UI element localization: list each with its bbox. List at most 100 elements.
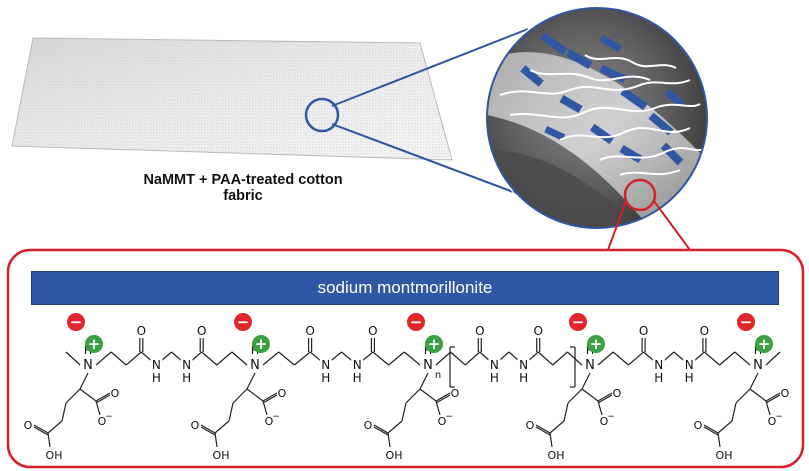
backbone-bond: [95, 351, 112, 366]
carboxylate-charge: −: [445, 412, 453, 422]
backbone-bond: [597, 351, 614, 366]
acid-bond: [33, 426, 49, 436]
sidechain-bond: [717, 420, 733, 434]
amide-nitrogen: N: [321, 358, 330, 372]
carboxylate-bond: [95, 400, 101, 416]
acid-bond: [549, 432, 553, 448]
carboxylate-bond: [435, 400, 441, 416]
sidechain-bond: [749, 372, 759, 390]
acid-bond: [47, 432, 51, 448]
carbonyl-oxygen: O: [533, 324, 542, 338]
sidechain-bond: [47, 420, 63, 434]
carbonyl-oxygen: O: [700, 324, 709, 338]
label-mask: [517, 357, 530, 369]
carboxylate-bond: [262, 400, 268, 416]
carbonyl-oxygen: O: [305, 324, 314, 338]
backbone-bond: [704, 351, 720, 366]
amide-hydrogen: H: [519, 371, 528, 385]
backbone-bond: [231, 351, 248, 366]
negative-charge-badge: [67, 313, 85, 331]
paa-molecular-structure: OONHNHOONHNHOONHNHOONHNHNH−+OO−OOHNH−+OO…: [24, 313, 790, 462]
acid-bond: [703, 426, 719, 436]
backbone-bond: [552, 351, 568, 366]
acid-hydroxyl: OH: [716, 449, 733, 462]
acid-carbonyl-oxygen: O: [364, 419, 373, 432]
carboxylate-oxygen: O: [278, 387, 287, 400]
label-mask: [652, 357, 665, 369]
backbone-bond: [294, 351, 311, 366]
sidechain-bond: [549, 420, 565, 434]
carboxylate-bond: [765, 400, 771, 416]
amide-nitrogen: N: [353, 358, 362, 372]
carbonyl-oxygen: O: [197, 324, 206, 338]
backbone-bond: [372, 351, 389, 366]
negative-charge-symbol: −: [70, 313, 83, 331]
molecular-zoom-indicator: [607, 178, 691, 251]
sidechain-bond: [246, 388, 264, 402]
carbonyl-oxygen: O: [639, 324, 648, 338]
label-mask: [150, 357, 163, 369]
acid-bond: [200, 424, 216, 434]
amide-nitrogen: N: [519, 358, 528, 372]
amide-nitrogen: N: [152, 358, 161, 372]
sodium-montmorillonite-layer: sodium montmorillonite: [31, 271, 779, 305]
acid-bond: [535, 424, 551, 434]
backbone-bond: [450, 351, 466, 366]
carboxylate-bond: [765, 392, 781, 402]
cotton-fabric-swatch: [11, 37, 453, 161]
amide-nitrogen: N: [685, 358, 694, 372]
carbonyl-oxygen: O: [368, 324, 377, 338]
positive-charge-badge: [425, 335, 443, 353]
carboxylate-oxygen: O: [451, 387, 460, 400]
amide-hydrogen: H: [490, 371, 499, 385]
positive-charge-badge: [85, 335, 103, 353]
positive-charge-symbol: +: [255, 335, 268, 353]
positive-charge-badge: [755, 335, 773, 353]
sidechain-bond: [419, 388, 437, 402]
fabric-caption: NaMMT + PAA-treated cotton fabric: [143, 172, 343, 204]
amide-hydrogen: H: [321, 371, 330, 385]
carboxylate-charge: −: [775, 412, 783, 422]
carboxylate-oxygen: O: [768, 415, 777, 428]
backbone-bond: [278, 351, 295, 366]
amide-nitrogen: N: [182, 358, 191, 372]
amine-nitrogen: N: [250, 358, 260, 373]
positive-charge-symbol: +: [758, 335, 771, 353]
amide-hydrogen: H: [182, 371, 191, 385]
backbone-bond: [388, 351, 405, 366]
sidechain-bond: [581, 372, 591, 390]
acid-bond: [717, 432, 721, 448]
negative-charge-badge: [407, 313, 425, 331]
amide-nitrogen: N: [654, 358, 663, 372]
label-mask: [751, 356, 765, 370]
carboxylate-oxygen: O: [98, 415, 107, 428]
carboxylate-oxygen: O: [781, 387, 790, 400]
label-mask: [248, 356, 262, 370]
carboxylate-bond: [262, 394, 278, 404]
label-mask: [180, 357, 193, 369]
label-mask: [351, 357, 364, 369]
repeat-index: n: [435, 370, 441, 381]
acid-hydroxyl: OH: [386, 449, 403, 462]
carboxylate-oxygen: O: [438, 415, 447, 428]
backbone-bond: [612, 351, 629, 366]
positive-charge-symbol: +: [88, 335, 101, 353]
sidechain-bond: [79, 372, 89, 390]
carboxylate-bond: [95, 394, 111, 404]
label-mask: [421, 356, 435, 370]
negative-charge-symbol: −: [740, 313, 753, 331]
amine-nitrogen: N: [753, 358, 763, 373]
acid-bond: [373, 426, 389, 436]
carbonyl-oxygen: O: [475, 324, 484, 338]
backbone-bond: [435, 351, 451, 366]
sidechain-bond: [65, 388, 81, 404]
sidechain-bond: [405, 388, 421, 404]
clay-layer-label: sodium montmorillonite: [317, 278, 493, 297]
negative-charge-symbol: −: [237, 313, 250, 331]
carboxylate-charge: −: [105, 412, 113, 422]
positive-charge-symbol: +: [428, 335, 441, 353]
backbone-bond: [201, 351, 218, 366]
sem-fiber-magnification: [484, 5, 710, 231]
amide-nitrogen: N: [490, 358, 499, 372]
